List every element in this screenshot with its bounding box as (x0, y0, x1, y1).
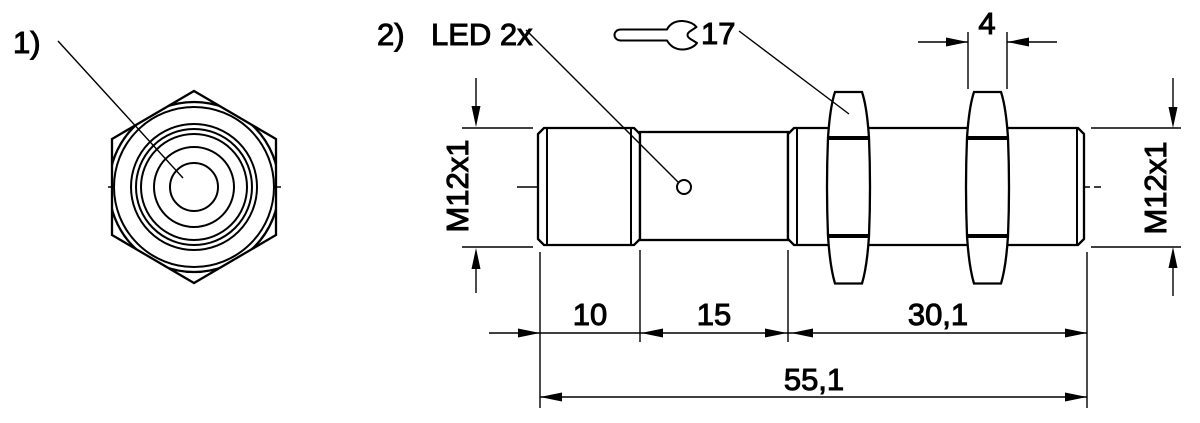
face-circle-ring1 (130, 123, 258, 251)
arrowhead (1065, 392, 1087, 402)
callout-1-label: 1) (13, 25, 41, 60)
callout-2-label: 2) (377, 17, 405, 52)
lock-nut-1-outline (825, 90, 872, 285)
length-front-value: 10 (573, 297, 607, 332)
dim-length-chain: 10 15 30,1 (489, 250, 1088, 408)
arrowhead (471, 248, 481, 269)
length-total-value: 55,1 (784, 362, 844, 397)
arrowhead (471, 106, 481, 127)
lock-nut-1 (825, 90, 872, 285)
callout-1: 1) (13, 25, 184, 179)
wrench-callout: 17 (613, 16, 850, 115)
dim-thread-right: M12x1 (1091, 78, 1181, 296)
side-view (517, 90, 1105, 285)
thread-spec-left: M12x1 (440, 139, 475, 232)
front-view (108, 89, 281, 285)
arrowhead (1168, 107, 1178, 128)
dim-thread-left: M12x1 (440, 78, 533, 293)
arrowhead (1168, 247, 1178, 268)
face-circle-ring2 (135, 128, 253, 246)
thread-spec-right: M12x1 (1138, 141, 1173, 234)
arrowhead (1065, 328, 1087, 338)
led-indicator-dot (676, 179, 692, 195)
led-leader-line (525, 29, 679, 183)
arrowhead (518, 328, 540, 338)
nut-thickness-value: 4 (978, 6, 995, 41)
length-rear-value: 30,1 (908, 297, 968, 332)
wrench-leader-line (738, 30, 850, 115)
arrowhead (540, 392, 562, 402)
arrowhead (641, 328, 663, 338)
wrench-size-label: 17 (701, 16, 735, 51)
arrowhead (946, 37, 968, 47)
dim-total-length: 55,1 (540, 362, 1087, 402)
lock-nut-2-outline (964, 90, 1011, 285)
arrowhead (1007, 37, 1029, 47)
lock-nut-2 (964, 90, 1011, 285)
front-thread-section (536, 126, 642, 247)
face-circle-outer (113, 106, 275, 268)
callout-1-leader-line (57, 40, 184, 179)
led-label: LED 2x (431, 17, 533, 52)
wrench-icon (613, 19, 698, 51)
length-middle-value: 15 (697, 297, 731, 332)
face-circle-inner (153, 146, 235, 228)
arrowhead (791, 328, 813, 338)
face-circle-ring3 (140, 133, 248, 241)
callout-2: 2) LED 2x (377, 17, 679, 183)
middle-body-section (638, 130, 790, 242)
sensing-core-circle (169, 162, 219, 212)
arrowhead (765, 328, 787, 338)
hex-chamfer-arc (112, 100, 276, 274)
dim-nut-thickness: 4 (918, 6, 1057, 89)
